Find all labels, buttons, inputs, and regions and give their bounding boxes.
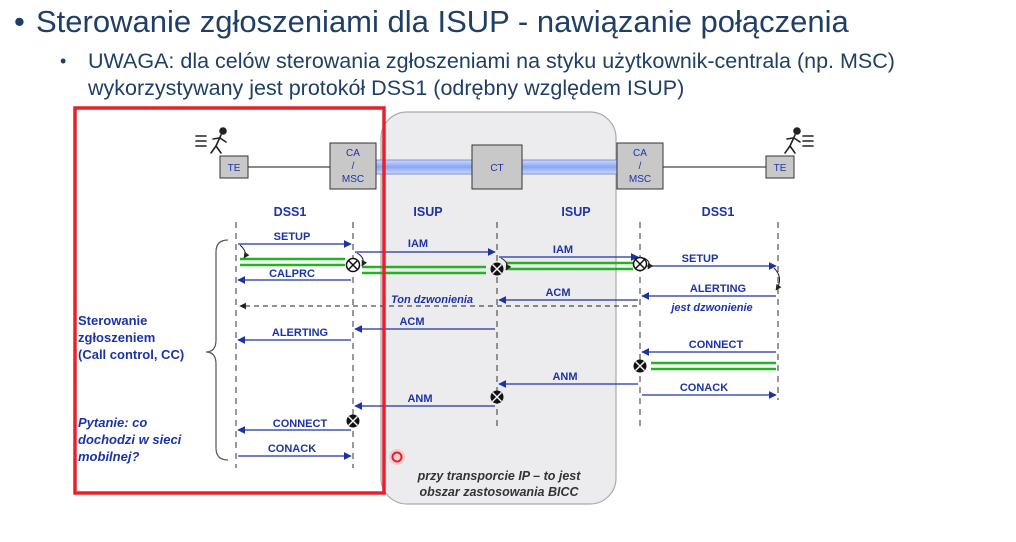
question-line-2: dochodzi w sieci — [78, 432, 182, 447]
msg-conack-left: CONACK — [268, 443, 316, 455]
switch-ca-right-1 — [632, 256, 648, 272]
note-bullet: • — [60, 51, 67, 71]
switch-ct-2 — [490, 390, 504, 404]
node-te-right-label: TE — [774, 163, 787, 174]
protocol-dss1-left: DSS1 — [274, 205, 307, 219]
cc-label-1: Sterowanie — [78, 313, 147, 328]
switch-ca-left-1 — [345, 257, 361, 273]
user-left-icon — [195, 127, 227, 154]
msg-setup-left: SETUP — [274, 231, 311, 243]
ip-note-line-1: przy transporcie IP – to jest — [417, 469, 582, 483]
node-ca-left-label-1: CA — [346, 148, 360, 159]
msg-connect-right: CONNECT — [689, 339, 744, 351]
msg-iam-1: IAM — [408, 238, 428, 250]
node-ca-right-label-2: / — [639, 161, 642, 172]
annotation-ringback: Ton dzwonienia — [391, 294, 473, 306]
msg-alerting-left: ALERTING — [272, 327, 328, 339]
title-bullet: • — [14, 4, 25, 39]
node-ca-left — [329, 142, 377, 190]
switch-ct-1 — [490, 262, 504, 276]
msg-anm-right: ANM — [552, 371, 577, 383]
ip-pipe-right — [521, 159, 619, 175]
msg-alerting-right: ALERTING — [690, 283, 746, 295]
note-line-2: wykorzystywany jest protokół DSS1 (odręb… — [88, 76, 685, 100]
msg-conack-right: CONACK — [680, 382, 728, 394]
node-ct-label: CT — [490, 163, 503, 174]
note-line-1: UWAGA: dla celów sterowania zgłoszeniami… — [88, 49, 895, 73]
msg-acm-left: ACM — [399, 316, 424, 328]
node-ca-right-label-3: MSC — [629, 174, 651, 185]
ip-note-line-2: obszar zastosowania BICC — [419, 485, 579, 499]
node-te-right — [765, 155, 795, 179]
user-right-icon — [784, 127, 814, 154]
question-line-3: mobilnej? — [78, 449, 139, 464]
node-te-left-label: TE — [228, 163, 241, 174]
msg-setup-right: SETUP — [682, 253, 719, 265]
title-text: Sterowanie zgłoszeniami dla ISUP - nawią… — [36, 4, 849, 39]
ip-pipe-left — [375, 159, 473, 175]
msg-calprc: CALPRC — [269, 268, 315, 280]
node-ca-right-label-1: CA — [633, 148, 647, 159]
question-line-1: Pytanie: co — [78, 415, 147, 430]
lifelines — [235, 222, 779, 468]
protocol-isup-left: ISUP — [413, 205, 442, 219]
msg-acm-right: ACM — [545, 287, 570, 299]
msg-anm-left: ANM — [407, 393, 432, 405]
protocol-isup-right: ISUP — [561, 205, 590, 219]
annotation-ringing: jest dzwonienie — [669, 302, 752, 314]
node-ct — [471, 144, 523, 190]
node-ca-right — [616, 142, 664, 190]
slide-title: • Sterowanie zgłoszeniami dla ISUP - nawi… — [14, 4, 849, 40]
note-block: • UWAGA: dla celów sterowania zgłoszeniam… — [60, 48, 895, 102]
msg-iam-2: IAM — [553, 244, 573, 256]
node-te-left — [219, 155, 249, 179]
pointer-dot-icon — [389, 449, 405, 465]
protocol-dss1-right: DSS1 — [702, 205, 735, 219]
switch-ca-right-2 — [633, 359, 647, 373]
cc-label-2: zgłoszeniem — [78, 330, 155, 345]
node-ca-left-label-3: MSC — [342, 174, 364, 185]
cc-label-3: (Call control, CC) — [78, 347, 184, 362]
highlight-box — [73, 106, 386, 495]
msg-connect-left: CONNECT — [273, 418, 328, 430]
switch-ca-left-2 — [346, 414, 360, 428]
call-control-brace — [205, 239, 229, 461]
node-ca-left-label-2: / — [352, 161, 355, 172]
